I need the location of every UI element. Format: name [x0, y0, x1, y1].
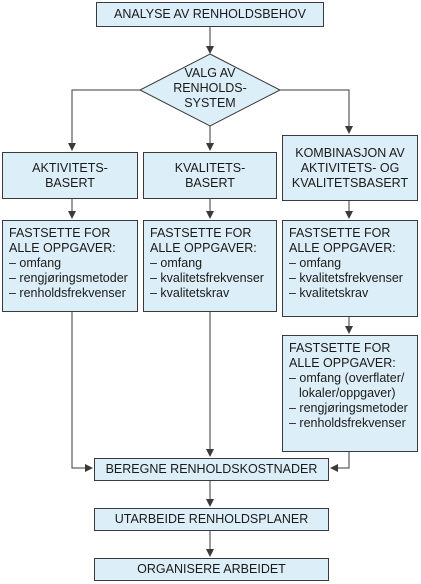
task-item: – omfang — [9, 256, 62, 270]
task-box-quality: FASTSETTE FOR ALLE OPPGAVER: – omfang – … — [143, 220, 277, 312]
task-item: – kvalitetskrav — [150, 286, 230, 300]
arrow-task1-to-step1 — [71, 312, 93, 472]
task-item: – omfang — [289, 256, 342, 270]
task-item: – kvalitetskrav — [289, 286, 369, 300]
option-activity-line-2: BASERT — [45, 175, 95, 190]
task-heading-line-1: FASTSETTE FOR — [289, 226, 391, 240]
arrow-task4-to-step1 — [330, 452, 350, 472]
task-item: – rengjøringsmetoder — [289, 401, 408, 415]
option-combined-box: KOMBINASJON AV AKTIVITETS- OG KVALITETSB… — [282, 135, 418, 201]
task-heading-line-2: ALLE OPPGAVER: — [289, 241, 396, 255]
decision-line-3: SYSTEM — [184, 96, 236, 110]
task-heading-line-1: FASTSETTE FOR — [289, 341, 391, 355]
task-heading-line-2: ALLE OPPGAVER: — [9, 241, 116, 255]
arrow-decision-right — [280, 89, 353, 134]
option-combined-line-3: KVALITETSBASERT — [291, 175, 409, 190]
task-item: – kvalitetsfrekvenser — [289, 271, 403, 285]
top-label: ANALYSE AV RENHOLDSBEHOV — [114, 7, 306, 21]
decision-line-1: VALG AV — [184, 66, 236, 80]
step-cleaning-plans: UTARBEIDE RENHOLDSPLANER — [94, 508, 329, 531]
step-organize-work: ORGANISERE ARBEIDET — [94, 558, 329, 581]
decision-line-2: RENHOLDS- — [173, 81, 247, 95]
step-label: BEREGNE RENHOLDSKOSTNADER — [105, 462, 318, 476]
option-quality-box: KVALITETS- BASERT — [143, 152, 277, 199]
task-item: – renholdsfrekvenser — [289, 416, 406, 430]
step-calculate-costs: BEREGNE RENHOLDSKOSTNADER — [94, 458, 329, 481]
option-combined-line-1: KOMBINASJON AV — [295, 145, 405, 160]
option-quality-line-1: KVALITETS- — [174, 160, 246, 175]
task-heading-line-1: FASTSETTE FOR — [150, 226, 252, 240]
task-box-activity: FASTSETTE FOR ALLE OPPGAVER: – omfang – … — [2, 220, 138, 312]
option-activity-line-1: AKTIVITETS- — [32, 160, 108, 175]
top-box: ANALYSE AV RENHOLDSBEHOV — [96, 2, 324, 27]
task-item: – renholdsfrekvenser — [9, 286, 126, 300]
task-heading-line-2: ALLE OPPGAVER: — [289, 356, 396, 370]
task-heading-line-1: FASTSETTE FOR — [9, 226, 111, 240]
decision-label: VALG AV RENHOLDS- SYSTEM — [160, 66, 260, 111]
option-quality-line-2: BASERT — [185, 175, 235, 190]
task-item: – omfang (overflater/ lokaler/oppgaver) — [289, 371, 405, 400]
task-item: – omfang — [150, 256, 203, 270]
arrow-decision-left — [68, 89, 140, 151]
task-item: – rengjøringsmetoder — [9, 271, 128, 285]
option-combined-line-2: AKTIVITETS- OG — [300, 160, 400, 175]
task-box-combined: FASTSETTE FOR ALLE OPPGAVER: – omfang – … — [282, 220, 418, 317]
task-box-combined-detail: FASTSETTE FOR ALLE OPPGAVER: – omfang (o… — [282, 335, 418, 452]
task-heading-line-2: ALLE OPPGAVER: — [150, 241, 257, 255]
step-label: ORGANISERE ARBEIDET — [137, 562, 286, 576]
option-activity-box: AKTIVITETS- BASERT — [2, 152, 138, 199]
task-item: – kvalitetsfrekvenser — [150, 271, 264, 285]
step-label: UTARBEIDE RENHOLDSPLANER — [114, 512, 309, 526]
